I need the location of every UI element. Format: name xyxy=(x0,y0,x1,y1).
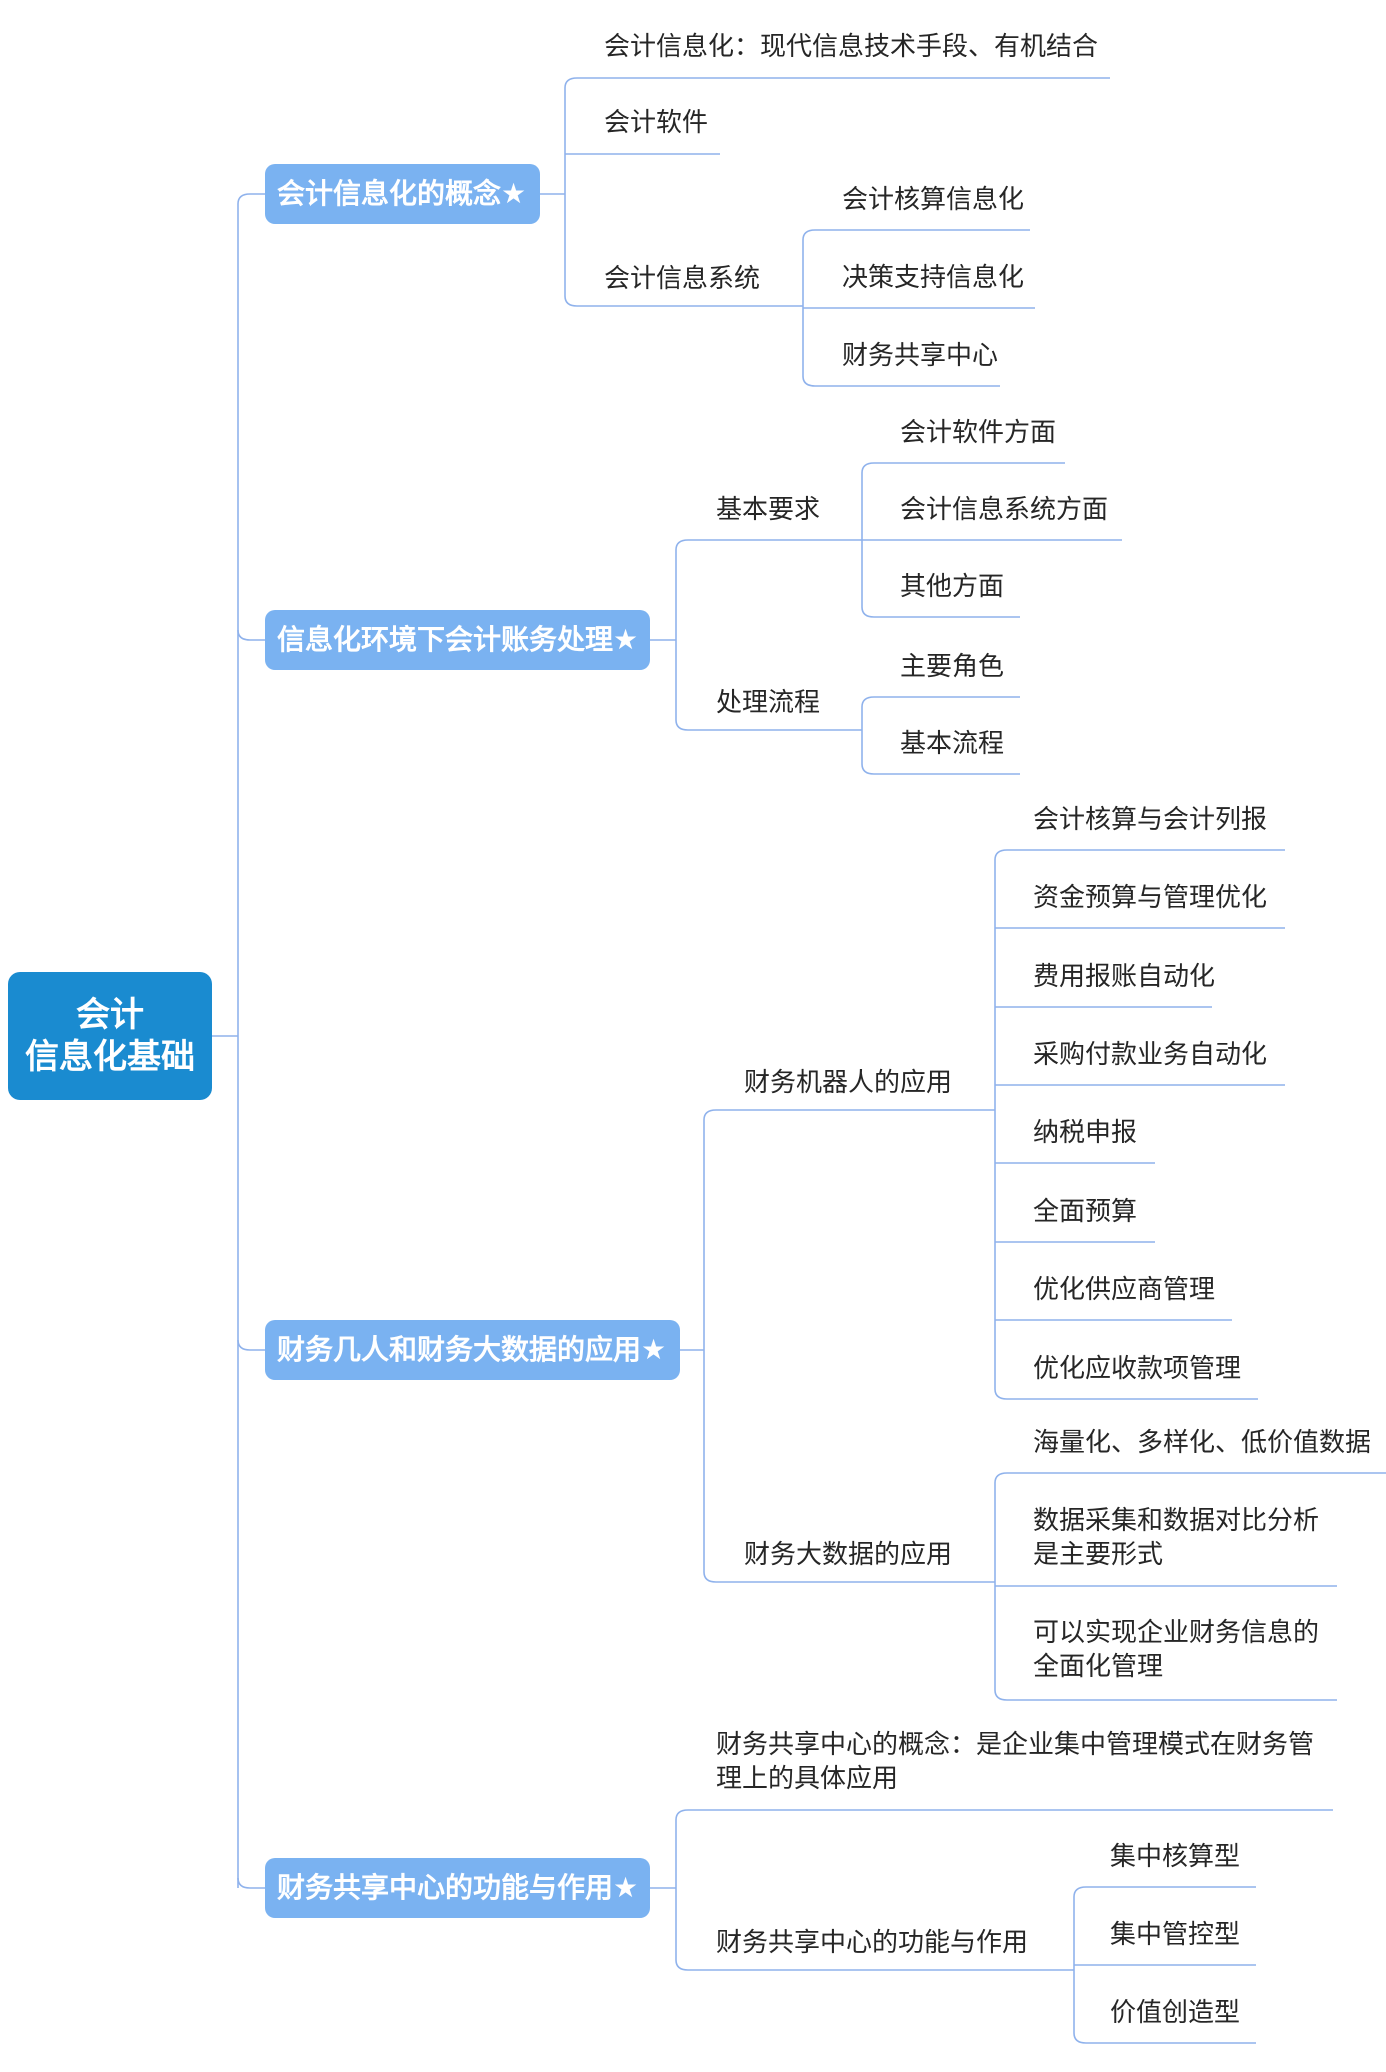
node-bigdata-item-line2: 全面化管理 xyxy=(1033,1652,1164,1682)
node-robot-item[interactable]: 会计核算与会计列报 xyxy=(1033,805,1268,835)
branch-node-shared-center[interactable]: 财务共享中心的功能与作用★ xyxy=(265,1858,650,1918)
node-robot-item[interactable]: 全面预算 xyxy=(1033,1197,1138,1227)
node-requirement-item[interactable]: 会计信息系统方面 xyxy=(900,495,1109,525)
node-robot-item[interactable]: 费用报账自动化 xyxy=(1033,962,1216,992)
node-shared-center-concept[interactable]: 财务共享中心的概念：是企业集中管理模式在财务管 理上的具体应用 xyxy=(716,1728,1314,1796)
node-bigdata-item-line1: 数据采集和数据对比分析 xyxy=(1033,1506,1320,1536)
node-bigdata-item-line2: 是主要形式 xyxy=(1033,1540,1164,1570)
node-concept-line2: 理上的具体应用 xyxy=(716,1764,899,1794)
branch-node-robot-bigdata[interactable]: 财务几人和财务大数据的应用★ xyxy=(265,1320,680,1380)
node-robot-item[interactable]: 资金预算与管理优化 xyxy=(1033,883,1268,913)
node-bigdata-item[interactable]: 海量化、多样化、低价值数据 xyxy=(1033,1426,1371,1460)
node-bigdata-application[interactable]: 财务大数据的应用 xyxy=(744,1540,953,1570)
node-processing-flow[interactable]: 处理流程 xyxy=(716,688,821,718)
root-node[interactable]: 会计 信息化基础 xyxy=(8,972,212,1100)
node-accounting-info-system[interactable]: 会计信息系统 xyxy=(604,264,761,294)
node-requirement-item[interactable]: 会计软件方面 xyxy=(900,418,1057,448)
node-function-type[interactable]: 集中核算型 xyxy=(1110,1842,1241,1872)
root-label-line1: 会计 xyxy=(76,995,144,1035)
node-bigdata-item[interactable]: 可以实现企业财务信息的 全面化管理 xyxy=(1033,1616,1319,1684)
node-robot-application[interactable]: 财务机器人的应用 xyxy=(744,1068,953,1098)
node-concept-definition[interactable]: 会计信息化：现代信息技术手段、有机结合 xyxy=(604,32,1099,62)
node-bigdata-item-line1: 可以实现企业财务信息的 xyxy=(1033,1618,1320,1648)
node-function-type[interactable]: 价值创造型 xyxy=(1110,1998,1241,2028)
node-bigdata-item[interactable]: 数据采集和数据对比分析 是主要形式 xyxy=(1033,1504,1319,1572)
node-flow-item[interactable]: 基本流程 xyxy=(900,729,1005,759)
node-robot-item[interactable]: 优化供应商管理 xyxy=(1033,1275,1216,1305)
branch-node-concept[interactable]: 会计信息化的概念★ xyxy=(265,164,540,224)
node-robot-item[interactable]: 采购付款业务自动化 xyxy=(1033,1040,1268,1070)
node-robot-item[interactable]: 纳税申报 xyxy=(1033,1118,1138,1148)
node-system-child[interactable]: 会计核算信息化 xyxy=(842,185,1025,215)
node-concept-line1: 财务共享中心的概念：是企业集中管理模式在财务管 xyxy=(716,1730,1315,1760)
node-basic-requirements[interactable]: 基本要求 xyxy=(716,495,821,525)
node-requirement-item[interactable]: 其他方面 xyxy=(900,572,1005,602)
branch-node-processing[interactable]: 信息化环境下会计账务处理★ xyxy=(265,610,650,670)
node-shared-center-functions[interactable]: 财务共享中心的功能与作用 xyxy=(716,1928,1029,1958)
root-label-line2: 信息化基础 xyxy=(25,1037,195,1077)
node-robot-item[interactable]: 优化应收款项管理 xyxy=(1033,1354,1242,1384)
node-bigdata-item-line1: 海量化、多样化、低价值数据 xyxy=(1033,1428,1372,1458)
node-system-child[interactable]: 决策支持信息化 xyxy=(842,263,1025,293)
node-flow-item[interactable]: 主要角色 xyxy=(900,652,1005,682)
node-system-child[interactable]: 财务共享中心 xyxy=(842,341,999,371)
node-accounting-software[interactable]: 会计软件 xyxy=(604,108,709,138)
node-function-type[interactable]: 集中管控型 xyxy=(1110,1920,1241,1950)
